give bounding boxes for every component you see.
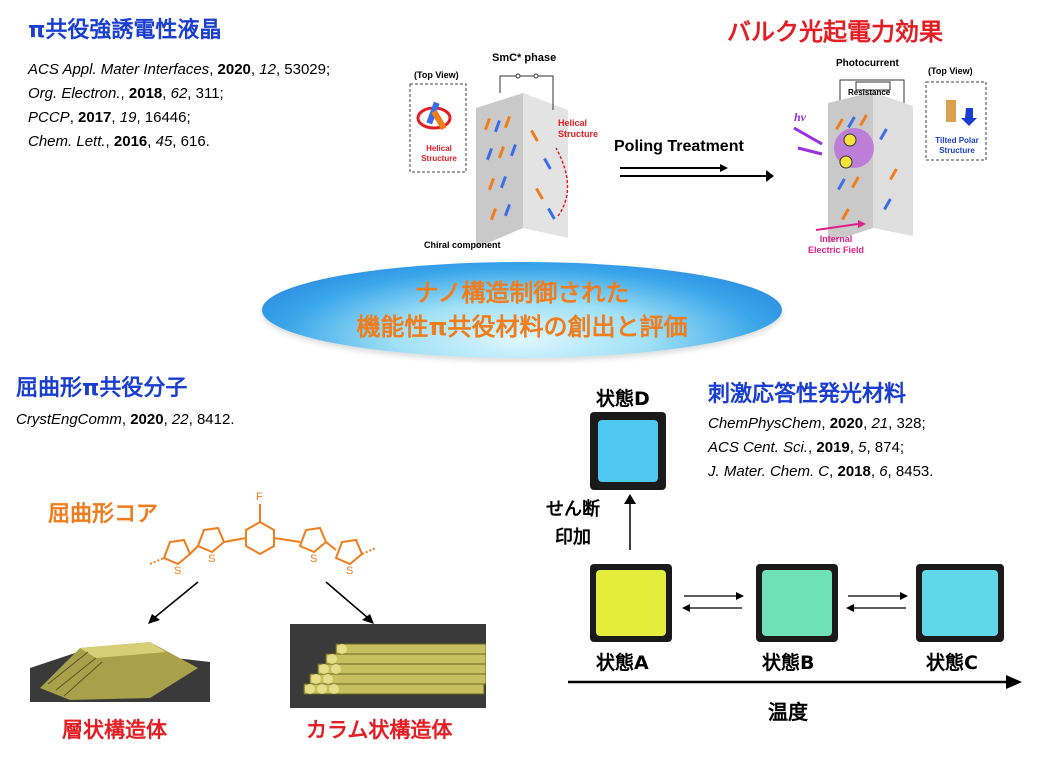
equilibrium-arrow-ab — [682, 592, 744, 612]
state-c-label: 状態C — [926, 652, 978, 674]
state-b-label: 状態B — [762, 652, 815, 674]
sulfur-atom-label: S — [310, 553, 317, 565]
reference-line: ACS Appl. Mater Interfaces, 2020, 12, 53… — [28, 61, 331, 78]
state-d-emission — [598, 420, 658, 482]
columnar-structure-label: カラム状構造体 — [306, 718, 453, 742]
helix-arrow-icon — [555, 147, 569, 217]
equilibrium-arrow-bc — [846, 592, 908, 612]
state-a-emission — [596, 570, 666, 636]
temperature-axis-arrow — [568, 675, 1022, 689]
smc-phase-label: SmC* phase — [492, 52, 557, 64]
bent-core-label: 屈曲形コア — [48, 502, 159, 527]
pv-svg — [793, 79, 987, 243]
fluorine-atom-label: F — [256, 491, 263, 503]
layered-structure-label: 層状構造体 — [62, 718, 167, 742]
resistance-label: Resistance — [848, 88, 891, 97]
pv-molecules — [835, 114, 898, 221]
poling-arrow — [620, 164, 774, 182]
section-title-stimuli-responsive: 刺激応答性発光材料 — [708, 382, 907, 407]
reference-line: Chem. Lett., 2016, 45, 616. — [28, 133, 210, 150]
sulfur-atom-label: S — [208, 553, 215, 565]
columnar-structure-render — [290, 624, 486, 708]
sulfur-atom-label: S — [174, 565, 181, 576]
lc-molecules — [484, 116, 556, 221]
photocurrent-label: Photocurrent — [836, 58, 899, 69]
center-banner-text: ナノ構造制御された 機能性π共役材料の創出と評価 — [262, 276, 782, 344]
reference-line: ChemPhysChem, 2020, 21, 328; — [708, 415, 926, 432]
section-title-bulk-photovoltaic: バルク光起電力効果 — [727, 18, 943, 46]
references-top-left: ACS Appl. Mater Interfaces, 2020, 12, 53… — [28, 58, 330, 154]
negative-charge-icon — [839, 155, 853, 169]
top-view-label: (Top View) — [414, 70, 459, 80]
structure-arrows — [148, 581, 374, 624]
shear-label: せん断 印加 — [546, 496, 600, 552]
poling-treatment-label: Poling Treatment — [614, 138, 744, 155]
state-b-emission — [762, 570, 832, 636]
sulfur-atom-label: S — [346, 565, 353, 576]
center-banner — [262, 262, 782, 358]
bent-core-molecule: F S S S S — [150, 491, 377, 576]
reference-line: J. Mater. Chem. C, 2018, 6, 8453. — [708, 463, 934, 480]
reference-line: CrystEngComm, 2020, 22, 8412. — [16, 411, 235, 428]
down-arrow-icon — [961, 108, 977, 126]
state-a-sample — [590, 564, 672, 642]
state-d-label: 状態D — [596, 388, 650, 410]
section-title-pi-ferroelectric-lc: π共役強誘電性液晶 — [28, 18, 222, 43]
layered-structure-render — [30, 642, 210, 702]
chiral-component-label: Chiral component — [424, 240, 501, 250]
bulk-photovoltaic-diagram: Photocurrent Resistance (Top View) hν In… — [778, 58, 1018, 262]
temperature-label: 温度 — [768, 700, 808, 724]
banner-line-2: 機能性π共役材料の創出と評価 — [356, 313, 688, 341]
state-d-sample — [590, 412, 666, 490]
reference-line: Org. Electron., 2018, 62, 311; — [28, 85, 224, 102]
shear-label-line-1: せん断 — [546, 499, 600, 520]
shear-arrow — [624, 494, 636, 550]
state-a-label: 状態A — [596, 652, 649, 674]
reference-line: PCCP, 2017, 19, 16446; — [28, 109, 191, 126]
reference-line: ACS Cent. Sci., 2019, 5, 874; — [708, 439, 904, 456]
banner-line-1: ナノ構造制御された — [414, 279, 630, 307]
hv-label: hν — [794, 110, 806, 124]
smc-phase-svg — [409, 73, 569, 248]
state-c-emission — [922, 570, 998, 636]
state-c-sample — [916, 564, 1004, 642]
pv-top-view-label: (Top View) — [928, 66, 973, 76]
shear-label-line-2: 印加 — [555, 527, 591, 548]
references-middle-left: CrystEngComm, 2020, 22, 8412. — [16, 408, 234, 432]
section-title-bent-pi-molecule: 屈曲形π共役分子 — [16, 376, 188, 401]
state-b-sample — [756, 564, 838, 642]
references-middle-right: ChemPhysChem, 2020, 21, 328; ACS Cent. S… — [708, 412, 933, 484]
positive-charge-icon — [843, 133, 857, 147]
